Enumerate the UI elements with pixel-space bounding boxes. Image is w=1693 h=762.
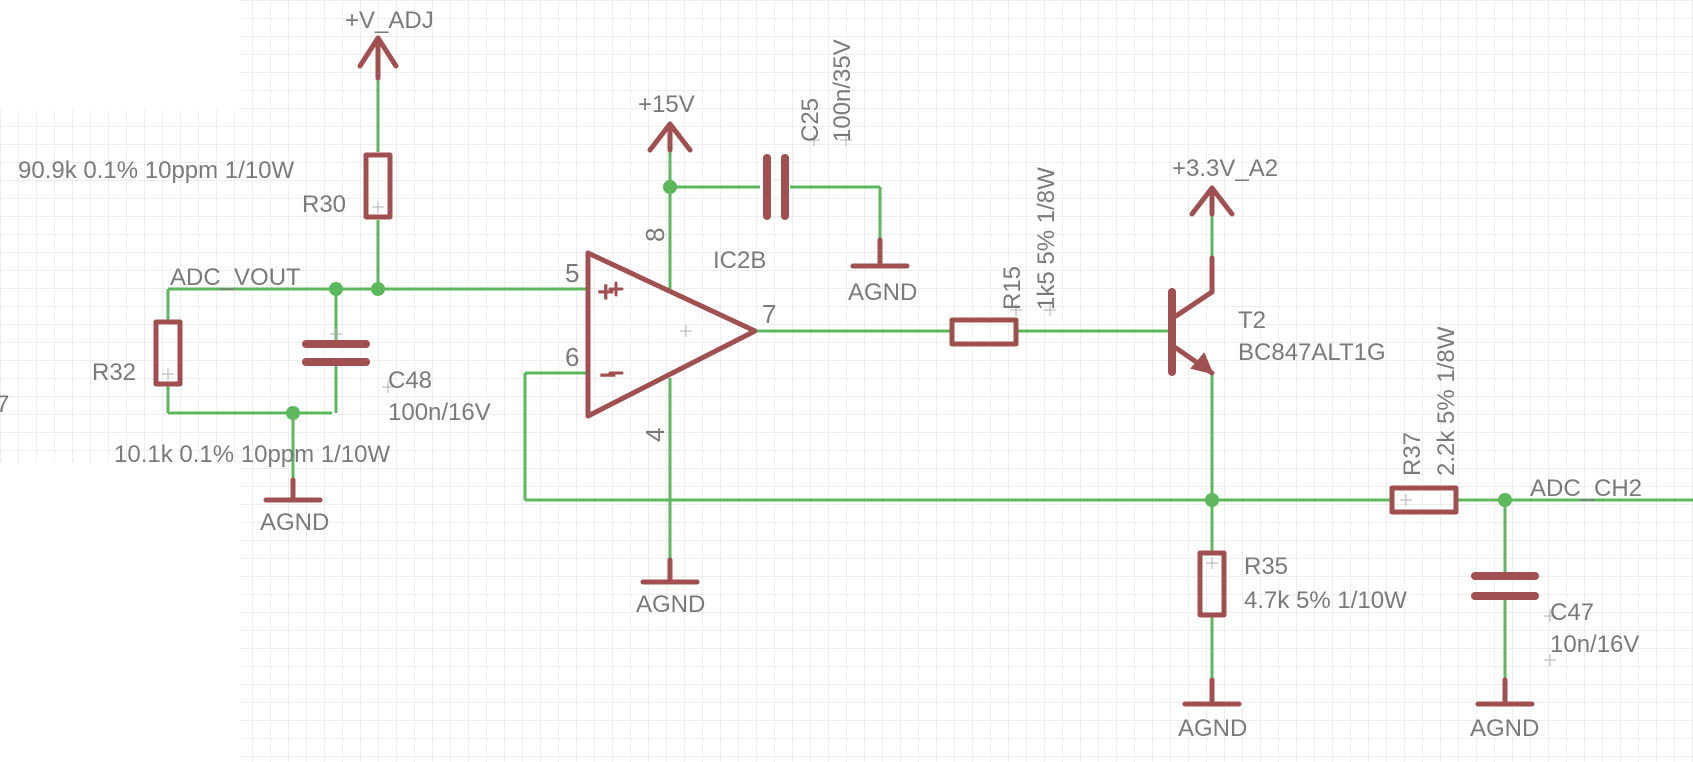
ground-symbols [263, 237, 1535, 707]
capacitor-c25-symbol [763, 154, 789, 220]
supply-15v-symbol [647, 121, 693, 153]
ic2b-plus-sign: + [597, 276, 615, 309]
ic2b-pin-vcc: 8 [640, 228, 670, 242]
junction-15v [663, 180, 677, 194]
c47-value-label: 10n/16V [1550, 631, 1639, 658]
origin-marks [162, 134, 1556, 666]
c48-name-label: C48 [388, 367, 432, 394]
r15-value-label: 1k5 5% 1/8W [1033, 167, 1060, 310]
agnd-c47-label: AGND [1470, 715, 1539, 742]
capacitor-c48-symbol [302, 340, 370, 366]
ic2b-pin-gnd: 4 [640, 428, 670, 442]
net-adc-vout-label: ADC_VOUT [170, 264, 301, 291]
ic2b-minus-sign: − [599, 359, 617, 392]
c25-value-label: 100n/35V [829, 39, 856, 142]
junction-emitter [1205, 493, 1219, 507]
ic2b-pin-minus: 6 [565, 342, 579, 372]
agnd-r32-label: AGND [260, 509, 329, 536]
c48-value-label: 100n/16V [388, 399, 491, 426]
transistor-t2-symbol [1168, 255, 1215, 376]
junctions [286, 180, 1512, 507]
r32-value-label: 10.1k 0.1% 10ppm 1/10W [114, 441, 391, 468]
t2-value-label: BC847ALT1G [1238, 339, 1386, 366]
junction-adc-ch2 [1498, 493, 1512, 507]
r30-value-label: 90.9k 0.1% 10ppm 1/10W [18, 157, 295, 184]
r37-name-label: R37 [1399, 432, 1426, 476]
agnd-c25-label: AGND [848, 279, 917, 306]
resistor-r37-body [1389, 485, 1459, 515]
supply-3v3-label: +3.3V_A2 [1172, 155, 1278, 182]
ic2b-name-label: IC2B [713, 247, 766, 274]
capacitor-c47-symbol [1471, 572, 1539, 600]
r32-name-label: R32 [92, 359, 136, 386]
junction-adc-vout [329, 282, 343, 296]
agnd-r35-label: AGND [1178, 715, 1247, 742]
r37-value-label: 2.2k 5% 1/8W [1433, 326, 1460, 476]
t2-name-label: T2 [1238, 307, 1266, 334]
agnd-ic-label: AGND [636, 591, 705, 618]
supply-3v3-symbol [1189, 185, 1235, 217]
wires [166, 78, 1693, 700]
supply-v-adj-symbol [357, 35, 399, 81]
resistor-r35-body [1197, 550, 1227, 618]
net-adc-ch2-label: ADC_CH2 [1530, 475, 1642, 502]
edge-fragment-label: 7 [0, 391, 9, 418]
r35-value-label: 4.7k 5% 1/10W [1244, 587, 1407, 614]
ic2b-pin-plus: 5 [565, 258, 579, 288]
junction-agnd-left [286, 406, 300, 420]
c25-name-label: C25 [797, 98, 824, 142]
resistor-r30-body [363, 152, 393, 220]
supply-15v-label: +15V [638, 91, 695, 118]
ic2b-pin-out: 7 [762, 299, 776, 329]
opamp-ic2b-symbol [585, 250, 758, 419]
r30-name-label: R30 [302, 191, 346, 218]
r35-name-label: R35 [1244, 553, 1288, 580]
supply-v-adj-label: +V_ADJ [345, 7, 434, 34]
resistor-r32-body [153, 319, 183, 387]
junction-r30 [371, 282, 385, 296]
c47-name-label: C47 [1550, 599, 1594, 626]
resistor-r15-body [949, 317, 1019, 347]
r15-name-label: R15 [999, 266, 1026, 310]
